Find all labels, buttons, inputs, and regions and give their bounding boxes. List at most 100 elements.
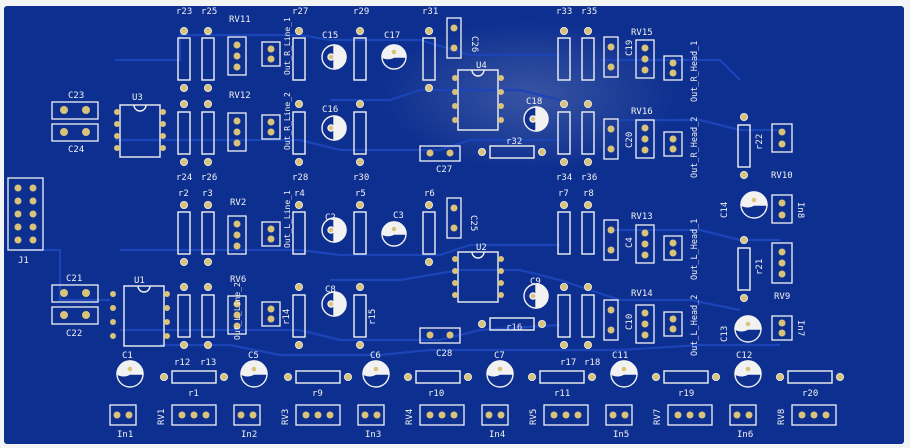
label-rv15: RV15: [631, 28, 653, 38]
label-rv5: RV5: [529, 409, 539, 425]
label-rv10: RV10: [771, 171, 793, 181]
label-in4: In4: [489, 430, 505, 440]
label-c12: C12: [736, 351, 752, 361]
label-r8: r8: [583, 189, 594, 199]
label-out-l-line-2: Out_L_Line_2: [233, 282, 242, 340]
label-rv4: RV4: [405, 409, 415, 425]
label-out-r-line-2: Out_R_Line_2: [283, 92, 292, 150]
label-u1: U1: [134, 276, 145, 286]
label-out-r-line-1: Out_R_Line_1: [283, 17, 292, 75]
label-r27: r27: [292, 7, 308, 17]
label-r31: r31: [422, 7, 438, 17]
label-r33: r33: [556, 7, 572, 17]
label-rv2: RV2: [230, 198, 246, 208]
label-c7: C7: [494, 351, 505, 361]
label-r36: r36: [581, 173, 597, 183]
label-j1: J1: [18, 256, 29, 266]
label-rv1: RV1: [157, 409, 167, 425]
label-r28: r28: [292, 173, 308, 183]
label-c1: C1: [122, 351, 133, 361]
electrolytic-capacitors: [116, 44, 768, 388]
label-r3: r3: [202, 189, 213, 199]
label-r19: r19: [678, 389, 694, 399]
label-c8: C8: [325, 285, 336, 295]
label-c25: C25: [468, 215, 478, 231]
label-c17: C17: [384, 31, 400, 41]
label-rv14: RV14: [631, 289, 653, 299]
label-c2: C2: [325, 213, 336, 223]
label-in1: In1: [117, 430, 133, 440]
label-r22: r22: [755, 134, 765, 150]
label-out-r-head-1: Out_R_Head_1: [690, 41, 700, 102]
silkscreen-labels: r23 r25 RV11 r27 C15 r29 C17 r31 C26 r33…: [18, 7, 818, 440]
label-r17: r17: [560, 358, 576, 368]
label-in6: In6: [737, 430, 753, 440]
label-r21: r21: [755, 259, 765, 275]
label-rv12: RV12: [229, 91, 251, 101]
label-out-l-head-2: Out_L_Head_2: [690, 295, 700, 356]
label-r5: r5: [355, 189, 366, 199]
label-in5: In5: [613, 430, 629, 440]
label-r6: r6: [424, 189, 435, 199]
label-r23: r23: [176, 7, 192, 17]
label-c28: C28: [436, 349, 452, 359]
label-in8: In8: [795, 202, 805, 218]
vertical-resistors: [177, 37, 751, 338]
label-rv8: RV8: [777, 409, 787, 425]
label-r15: r15: [368, 309, 378, 325]
label-rv11: RV11: [229, 15, 251, 25]
label-r9: r9: [312, 389, 323, 399]
label-out-l-line-1: Out_L_Line_1: [283, 190, 292, 248]
label-c13: C13: [720, 326, 730, 342]
label-u2: U2: [476, 243, 487, 253]
label-c19: C19: [625, 40, 635, 56]
label-rv16: RV16: [631, 107, 653, 117]
label-c4: C4: [625, 237, 635, 248]
label-c11: C11: [612, 351, 628, 361]
label-in2: In2: [241, 430, 257, 440]
label-c21: C21: [66, 274, 82, 284]
label-r25: r25: [201, 7, 217, 17]
label-c26: C26: [469, 36, 479, 52]
horizontal-resistors: [171, 145, 833, 384]
label-c22: C22: [66, 329, 82, 339]
label-r12: r12: [174, 358, 190, 368]
label-c27: C27: [436, 165, 452, 175]
label-c6: C6: [370, 351, 381, 361]
label-rv7: RV7: [653, 409, 663, 425]
label-c3: C3: [393, 211, 404, 221]
label-c9: C9: [530, 277, 541, 287]
copper-traces: [20, 33, 780, 357]
label-r16: r16: [506, 323, 522, 333]
label-c18: C18: [526, 97, 542, 107]
label-r14: r14: [282, 309, 292, 325]
label-r18: r18: [584, 358, 600, 368]
label-r35: r35: [581, 7, 597, 17]
label-r29: r29: [353, 7, 369, 17]
resistor-pads: [159, 26, 845, 381]
label-c16: C16: [322, 105, 338, 115]
label-r32: r32: [506, 137, 522, 147]
label-in3: In3: [365, 430, 381, 440]
label-c15: C15: [322, 31, 338, 41]
label-c20: C20: [625, 132, 635, 148]
label-in7: In7: [795, 320, 805, 336]
label-rv3: RV3: [281, 409, 291, 425]
ic-pins: [110, 75, 504, 339]
label-u4: U4: [476, 61, 487, 71]
label-r1: r1: [188, 389, 199, 399]
label-u3: U3: [132, 93, 143, 103]
label-c24: C24: [68, 145, 84, 155]
label-out-r-head-2: Out_R_Head_2: [690, 117, 700, 178]
component-outlines: [7, 17, 837, 426]
label-c14: C14: [720, 202, 730, 218]
component-pads: [14, 24, 830, 419]
label-r4: r4: [294, 189, 305, 199]
label-r30: r30: [353, 173, 369, 183]
label-c23: C23: [68, 91, 84, 101]
label-r20: r20: [802, 389, 818, 399]
ic-chips: [119, 69, 499, 347]
label-c10: C10: [625, 314, 635, 330]
label-r13: r13: [200, 358, 216, 368]
label-c5: C5: [248, 351, 259, 361]
